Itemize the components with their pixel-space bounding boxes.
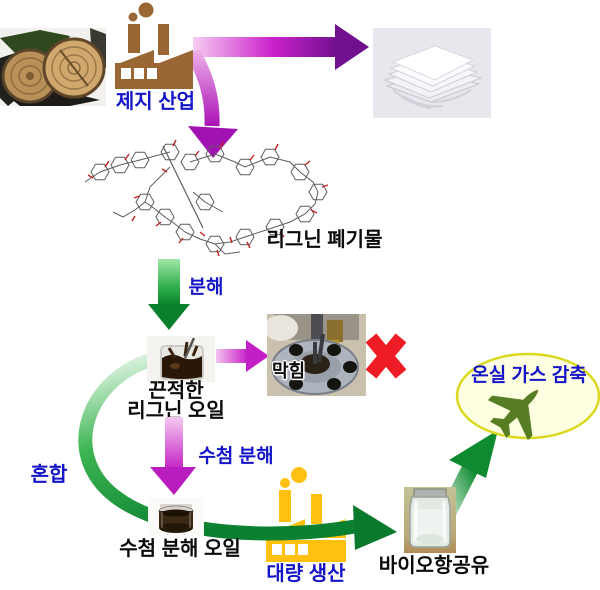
- paper-factory-icon: [115, 2, 193, 89]
- green-arc-mixing: [78, 353, 397, 550]
- sticky-lignin-oil-label-line2: 리그닌 오일: [127, 400, 225, 422]
- wood-logs-photo: [0, 28, 106, 106]
- magenta-arrow-hydrocracking: [150, 417, 196, 495]
- ghg-reduction-label: 온실 가스 감축: [471, 365, 587, 386]
- clogging-label: 막힘: [272, 361, 306, 381]
- sticky-lignin-oil-label-line1: 끈적한: [148, 380, 204, 402]
- magenta-curved-arrow-to-lignin: [186, 50, 238, 158]
- hydrocracking-label: 수첨 분해: [198, 446, 274, 467]
- lignin-molecule-structure: [84, 139, 329, 257]
- bio-jet-fuel-label: 바이오항공유: [378, 555, 490, 577]
- paper-stack-photo: [373, 28, 491, 118]
- clogged-engine-photo: [267, 314, 366, 396]
- hydrocracked-oil-photo: [148, 498, 204, 536]
- lignin-waste-label: 리그닌 폐기물: [266, 229, 383, 251]
- bio-jet-fuel-jar-photo: [404, 487, 456, 553]
- x-mark-icon: [366, 333, 406, 379]
- mass-production-label: 대량 생산: [266, 563, 346, 585]
- mixing-label: 혼합: [30, 464, 68, 486]
- magenta-arrow-to-engine: [216, 340, 269, 372]
- hydrocracked-oil-label: 수첨 분해 오일: [119, 538, 241, 560]
- sticky-lignin-oil-photo: [147, 336, 215, 382]
- decompose-label: 분해: [188, 277, 224, 298]
- magenta-arrow-to-paper: [193, 24, 369, 70]
- sticky-lignin-oil-label: 끈적한 리그닌 오일: [116, 381, 236, 421]
- green-arrow-decompose: [148, 259, 190, 330]
- paper-industry-label: 제지 산업: [115, 91, 196, 113]
- ghg-reduction-badge: [455, 352, 600, 441]
